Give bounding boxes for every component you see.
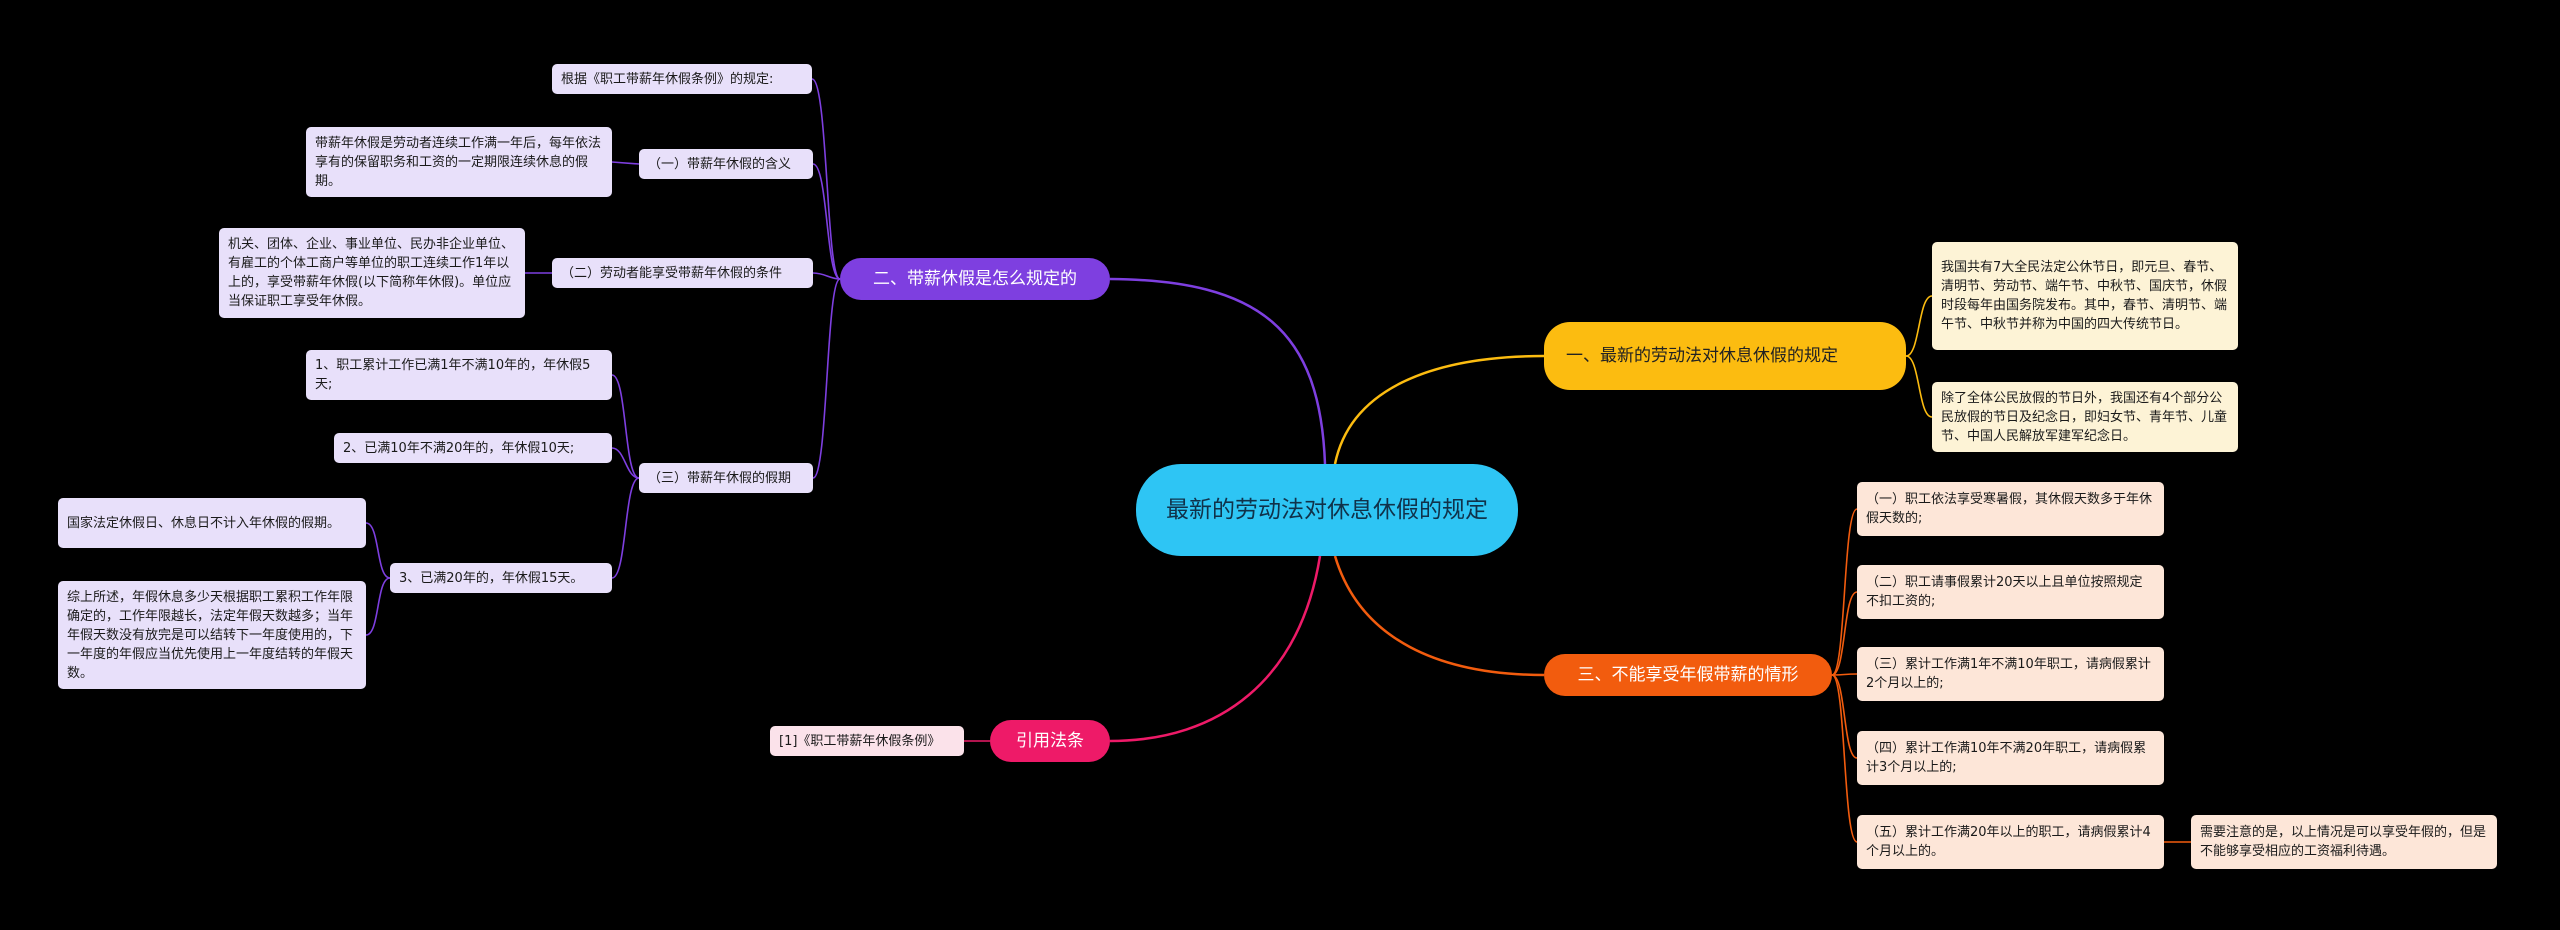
paid-leave-period-item1[interactable]: 1、职工累计工作已满1年不满10年的，年休假5天; <box>306 350 612 400</box>
root-topic[interactable]: 最新的劳动法对休息休假的规定 <box>1136 464 1518 556</box>
paid-leave-note2[interactable]: 综上所述，年假休息多少天根据职工累积工作年限确定的，工作年限越长，法定年假天数越… <box>58 581 366 689</box>
connector <box>812 163 841 280</box>
paid-leave-meaning-label[interactable]: （一）带薪年休假的含义 <box>639 149 813 179</box>
connector <box>812 272 841 280</box>
connector <box>1831 674 1858 759</box>
connector <box>1905 295 1933 357</box>
connector <box>1333 555 1545 677</box>
paid-leave-period-label[interactable]: （三）带薪年休假的假期 <box>639 463 813 493</box>
paid-leave-period-item3[interactable]: 3、已满20年的，年休假15天。 <box>390 563 612 593</box>
branch-refs[interactable]: 引用法条 <box>990 720 1110 762</box>
connector <box>1831 591 1858 676</box>
connector <box>365 522 391 579</box>
refs-item1[interactable]: [1]《职工带薪年休假条例》 <box>770 726 964 756</box>
connector <box>1831 673 1858 676</box>
connector <box>611 161 640 165</box>
paid-leave-conditions-label[interactable]: （二）劳动者能享受带薪年休假的条件 <box>552 258 813 288</box>
paid-leave-intro[interactable]: 根据《职工带薪年休假条例》的规定: <box>552 64 812 94</box>
no-leave-item5[interactable]: （五）累计工作满20年以上的职工，请病假累计4个月以上的。 <box>1857 815 2164 869</box>
no-leave-item3[interactable]: （三）累计工作满1年不满10年职工，请病假累计2个月以上的; <box>1857 647 2164 701</box>
paid-leave-period-item2[interactable]: 2、已满10年不满20年的，年休假10天; <box>334 433 612 463</box>
connector <box>365 577 391 636</box>
no-leave-item4[interactable]: （四）累计工作满10年不满20年职工，请病假累计3个月以上的; <box>1857 731 2164 785</box>
connector <box>611 374 640 479</box>
branch-holidays[interactable]: 一、最新的劳动法对休息休假的规定 <box>1544 322 1906 390</box>
branch-no-leave[interactable]: 三、不能享受年假带薪的情形 <box>1544 654 1832 696</box>
paid-leave-conditions-text[interactable]: 机关、团体、企业、事业单位、民办非企业单位、有雇工的个体工商户等单位的职工连续工… <box>219 228 525 318</box>
connector <box>1109 555 1322 743</box>
paid-leave-note1[interactable]: 国家法定休假日、休息日不计入年休假的假期。 <box>58 498 366 548</box>
connector <box>812 278 841 479</box>
paid-leave-meaning-text[interactable]: 带薪年休假是劳动者连续工作满一年后，每年依法享有的保留职务和工资的一定期限连续休… <box>306 127 612 197</box>
connector <box>1831 508 1858 676</box>
connector <box>1905 355 1933 418</box>
connector <box>611 447 640 479</box>
connector <box>1109 277 1327 465</box>
holidays-item1[interactable]: 我国共有7大全民法定公休节日，即元旦、春节、清明节、劳动节、端午节、中秋节、国庆… <box>1932 242 2238 350</box>
no-leave-item2[interactable]: （二）职工请事假累计20天以上且单位按照规定不扣工资的; <box>1857 565 2164 619</box>
connector <box>811 78 841 280</box>
connector <box>1831 674 1858 843</box>
connector <box>1333 354 1545 465</box>
branch-paid-leave[interactable]: 二、带薪休假是怎么规定的 <box>840 258 1110 300</box>
no-leave-note[interactable]: 需要注意的是，以上情况是可以享受年假的，但是不能够享受相应的工资福利待遇。 <box>2191 815 2497 869</box>
connector <box>611 477 640 579</box>
holidays-item2[interactable]: 除了全体公民放假的节日外，我国还有4个部分公民放假的节日及纪念日，即妇女节、青年… <box>1932 382 2238 452</box>
no-leave-item1[interactable]: （一）职工依法享受寒暑假，其休假天数多于年休假天数的; <box>1857 482 2164 536</box>
